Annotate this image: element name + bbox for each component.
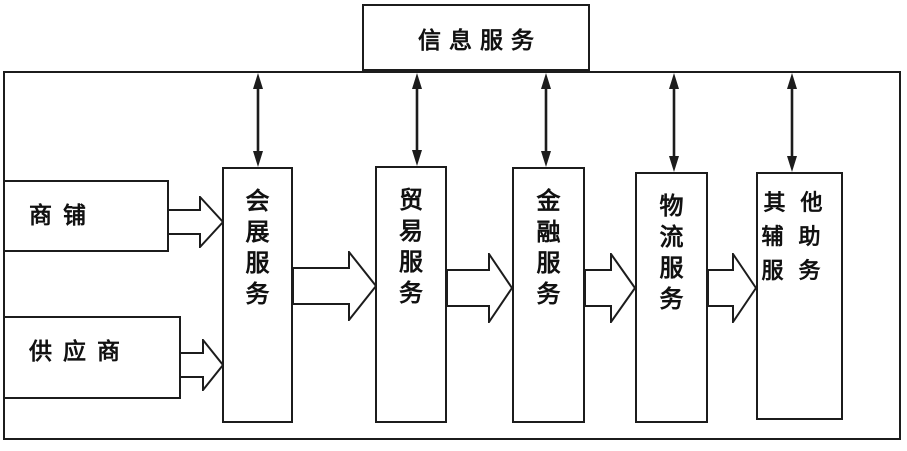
info-service-label: 信息服务 [418, 26, 542, 54]
trade-service-box: 贸易服务 [375, 166, 447, 423]
other-auxiliary-service-label: 其他辅助服务 [761, 190, 838, 284]
flow-arrow-exhibition-to-trade [293, 251, 377, 321]
shop-box: 商铺 [3, 180, 169, 252]
finance-service-box: 金融服务 [512, 167, 585, 423]
supplier-box: 供应商 [3, 316, 181, 399]
bidirectional-arrow-trade [409, 73, 425, 166]
trade-service-label: 贸易服务 [399, 185, 423, 307]
bidirectional-arrow-other [784, 73, 800, 172]
shop-label: 商铺 [29, 202, 97, 229]
logistics-service-box: 物流服务 [635, 172, 708, 423]
info-service-box: 信息服务 [362, 4, 590, 71]
flow-arrow-shop-to-exhibition [168, 196, 224, 248]
flow-arrow-trade-to-finance [447, 253, 513, 323]
bidirectional-arrow-finance [538, 73, 554, 167]
flow-arrow-supplier-to-exhibition [180, 339, 224, 391]
logistics-service-label: 物流服务 [659, 191, 684, 313]
flow-arrow-finance-to-logistics [585, 253, 636, 323]
finance-service-label: 金融服务 [536, 186, 561, 308]
outer-boundary-box [3, 71, 901, 440]
other-auxiliary-service-box: 其他辅助服务 [756, 172, 843, 420]
exhibition-service-box: 会展服务 [222, 167, 293, 423]
bidirectional-arrow-logistics [666, 73, 682, 172]
exhibition-service-label: 会展服务 [245, 186, 270, 308]
bidirectional-arrow-exhibition [250, 73, 266, 167]
supplier-label: 供应商 [29, 338, 131, 365]
flow-arrow-logistics-to-other [708, 253, 757, 323]
